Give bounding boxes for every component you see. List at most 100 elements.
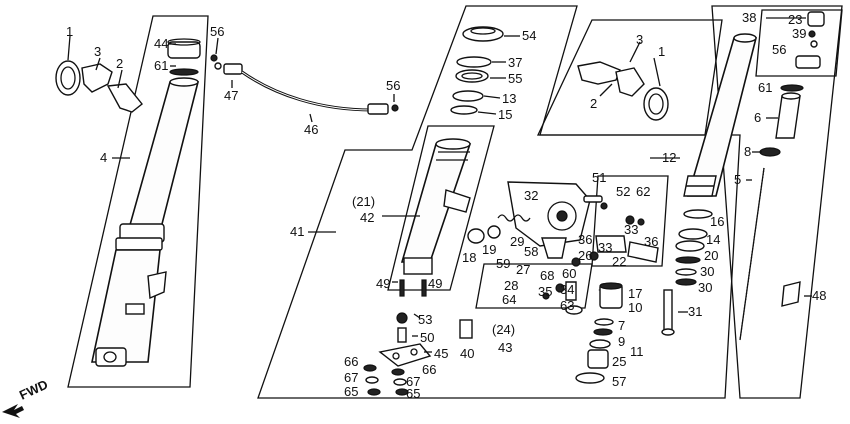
label-35: 35 [538, 284, 552, 299]
center-lower-stack [575, 282, 623, 384]
clamp-45 [378, 343, 432, 367]
spring-subpanel [475, 263, 593, 309]
label-56-right: 56 [772, 42, 786, 57]
panel-outlines [67, 5, 843, 399]
o-ring-57 [575, 372, 605, 384]
label-44: 44 [154, 36, 168, 51]
label-47: 47 [224, 88, 238, 103]
label-66-left: 66 [344, 354, 358, 369]
label-15: 15 [498, 107, 512, 122]
label-55: 55 [508, 71, 522, 86]
label-1-right: 1 [658, 44, 665, 59]
label-41: 41 [290, 224, 304, 239]
reflector-lens [55, 60, 81, 96]
ring-37 [456, 56, 492, 68]
label-2: 2 [116, 56, 123, 71]
label-31: 31 [688, 304, 702, 319]
label-39: 39 [792, 26, 806, 41]
label-11: 11 [630, 344, 644, 359]
label-23: 23 [788, 12, 802, 27]
label-52: 52 [616, 184, 630, 199]
label-50: 50 [420, 330, 434, 345]
label-37: 37 [508, 55, 522, 70]
label-48: 48 [812, 288, 826, 303]
label-40-part [459, 319, 473, 339]
label-46: 46 [304, 122, 318, 137]
label-3: 3 [94, 44, 101, 59]
label-30-bottom: 30 [698, 280, 712, 295]
spring-29 [497, 214, 531, 222]
callout-labels: 1 3 2 4 44 61 56 47 46 56 54 37 55 13 15… [66, 10, 826, 401]
label-33-mid: 33 [598, 240, 612, 255]
label-49-left: 49 [376, 276, 390, 291]
label-29: 29 [510, 234, 524, 249]
label-64: 64 [502, 292, 516, 307]
label-8: 8 [744, 144, 751, 159]
fork-tube-12 [686, 37, 758, 197]
air-hose-46 [241, 70, 373, 112]
label-58: 58 [524, 244, 538, 259]
label-4: 4 [100, 150, 107, 165]
label-36-right: 36 [644, 234, 658, 249]
label-36-left: 36 [578, 232, 592, 247]
label-7: 7 [618, 318, 625, 333]
label-10: 10 [628, 300, 642, 315]
anti-dive-valve [467, 181, 659, 315]
right-cap-stack [739, 11, 825, 341]
label-6: 6 [754, 110, 761, 125]
reflector-mount [106, 83, 143, 113]
right-fork-assembly [661, 33, 758, 336]
label-53: 53 [418, 312, 432, 327]
label-1: 1 [66, 24, 73, 39]
label-59: 59 [496, 256, 510, 271]
label-16: 16 [710, 214, 724, 229]
label-34: 34 [560, 282, 574, 297]
label-27: 27 [516, 262, 530, 277]
valve-body-32 [507, 181, 591, 247]
label-68: 68 [540, 268, 554, 283]
label-49-right: 49 [428, 276, 442, 291]
label-56: 56 [210, 24, 224, 39]
label-14: 14 [706, 232, 720, 247]
label-3-right: 3 [636, 32, 643, 47]
label-22: 22 [612, 254, 626, 269]
right-reflector [577, 61, 669, 121]
label-63: 63 [560, 298, 574, 313]
label-32: 32 [524, 188, 538, 203]
part-48 [781, 281, 801, 307]
fwd-arrow-icon [2, 404, 24, 418]
label-56-hose: 56 [386, 78, 400, 93]
right-reflector-lens [643, 87, 669, 121]
label-20: 20 [704, 248, 718, 263]
right-fork-panel [711, 5, 843, 399]
left-fork-assembly [55, 38, 399, 367]
label-43: 43 [498, 340, 512, 355]
fwd-indicator: FWD [2, 377, 50, 418]
label-38: 38 [742, 10, 756, 25]
label-51: 51 [592, 170, 606, 185]
label-9: 9 [618, 334, 625, 349]
label-25: 25 [612, 354, 626, 369]
center-damper-panel [257, 5, 741, 399]
label-33-top: 33 [624, 222, 638, 237]
cap-subpanel [755, 9, 843, 77]
label-42: 42 [360, 210, 374, 225]
washer-8 [759, 147, 781, 157]
label-21: (21) [352, 194, 375, 209]
label-40: 40 [460, 346, 474, 361]
label-28: 28 [504, 278, 518, 293]
label-61: 61 [154, 58, 168, 73]
label-19: 19 [482, 242, 496, 257]
label-61-right: 61 [758, 80, 772, 95]
reflector-bracket [81, 63, 113, 93]
damper-body [399, 138, 472, 297]
label-30-top: 30 [700, 264, 714, 279]
leader-lines [67, 17, 812, 353]
fork-cap-44 [167, 41, 201, 59]
left-fork-panel [67, 15, 209, 388]
damper-tube-subpanel [387, 125, 495, 291]
label-67-left: 67 [344, 370, 358, 385]
label-65-left: 65 [344, 384, 358, 399]
label-57: 57 [612, 374, 626, 389]
